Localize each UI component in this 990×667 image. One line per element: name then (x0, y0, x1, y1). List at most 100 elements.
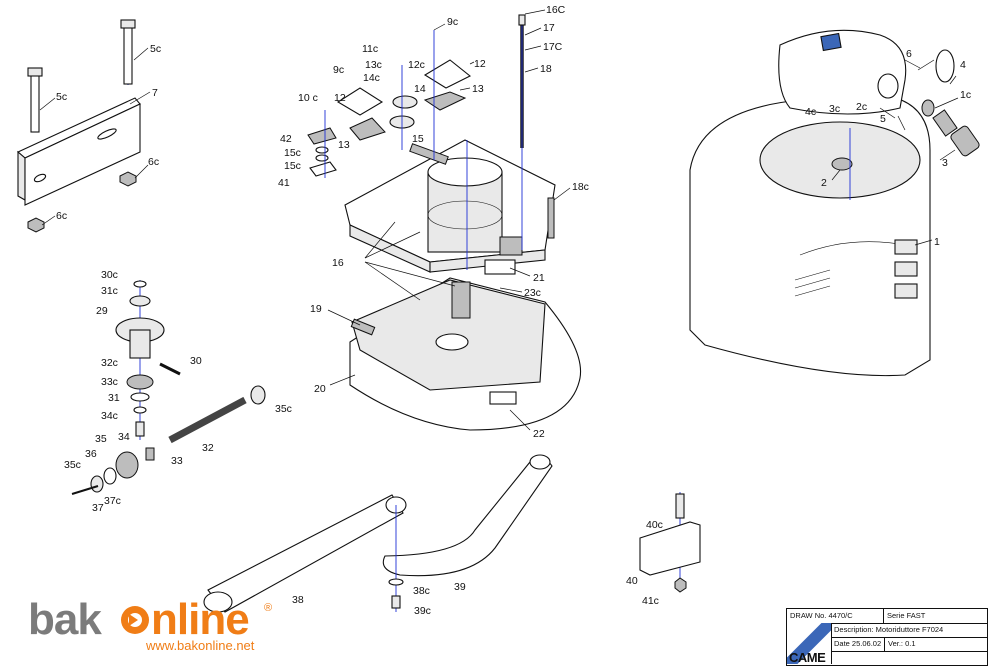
label-23c: 23c (524, 287, 541, 299)
nut-6c-2 (27, 217, 45, 233)
part-13-left (349, 117, 386, 141)
bracket-assembly (16, 19, 141, 233)
label-31: 31 (108, 392, 120, 404)
cover-6-badge (820, 32, 842, 52)
label-2c: 2c (856, 101, 867, 113)
washer-38c (388, 578, 404, 586)
housing-1-vent-3 (894, 283, 918, 299)
label-9c-top: 9c (447, 16, 458, 28)
screw-5c-lower (30, 71, 40, 133)
base-cover-19-clip (350, 318, 376, 336)
screw-18c (547, 197, 555, 239)
label-12-right: 12 (474, 58, 486, 70)
label-15: 15 (412, 133, 424, 145)
label-11c: 11c (362, 43, 378, 55)
logo-bak: bak (28, 595, 102, 644)
label-18c: 18c (572, 181, 589, 193)
title-row-2: Description: Motoriduttore F7024 (832, 623, 987, 638)
label-1: 1 (934, 236, 940, 248)
screw-37 (71, 485, 99, 495)
bearing-33c (126, 374, 154, 390)
label-14c: 14c (363, 72, 380, 84)
washer-15c-1 (315, 146, 329, 154)
label-16C: 16C (546, 4, 566, 16)
gear-train (71, 280, 266, 495)
nut-41c (674, 577, 687, 593)
part-4 (935, 49, 955, 83)
cover-6 (778, 29, 907, 115)
motor-top (427, 157, 503, 187)
key-3 (950, 125, 980, 157)
label-6c-a: 6c (148, 156, 159, 168)
ring-30c (133, 280, 147, 288)
label-3c: 3c (829, 103, 840, 115)
bearing-35c-left (90, 475, 104, 493)
label-15c-a: 15c (284, 147, 301, 159)
label-40c: 40c (646, 519, 663, 531)
screw-head-upper (120, 19, 136, 29)
part-2 (831, 157, 853, 171)
label-41c: 41c (642, 595, 659, 607)
upper-small-parts (307, 30, 472, 178)
label-35: 35 (95, 433, 107, 445)
label-42: 42 (280, 133, 292, 145)
bracket-slot-2 (33, 173, 47, 183)
part-1c (921, 99, 935, 117)
housing-1-vent-2 (894, 261, 918, 277)
arm-assembly (203, 454, 553, 613)
label-32: 32 (202, 442, 214, 454)
label-7: 7 (152, 87, 158, 99)
label-37c: 37c (104, 495, 121, 507)
bakonline-logo: bak nline ® www.bakonline.net (26, 598, 306, 658)
ring-31 (130, 392, 150, 402)
label-3: 3 (942, 157, 948, 169)
label-40: 40 (626, 575, 638, 587)
label-19: 19 (310, 303, 322, 315)
housing-1-vent-1 (894, 239, 918, 255)
label-41: 41 (278, 177, 290, 189)
label-33: 33 (171, 455, 183, 467)
part-labels: 5c 5c 7 6c 6c 9c 11c 13c 12c 14c 14 12 9… (56, 4, 971, 617)
title-row-3: Date 25.06.02 Ver.: 0.1 (832, 637, 987, 652)
date: Date 25.06.02 (834, 639, 882, 648)
lock-cylinder (932, 109, 958, 137)
clip-under-14 (409, 143, 449, 165)
leader-lines (39, 9, 959, 431)
cover-6-lock-hole (877, 73, 899, 99)
housing-1-fin-3 (794, 285, 831, 297)
bearing-35c-right (250, 385, 266, 405)
label-29: 29 (96, 305, 108, 317)
arm-39-end (529, 454, 551, 470)
part-33 (145, 447, 155, 461)
bracket-side (17, 150, 26, 201)
housing-1-fin-2 (794, 277, 831, 289)
part-14 (392, 95, 418, 109)
logo-url[interactable]: www.bakonline.net (146, 638, 255, 653)
part-36 (103, 467, 117, 485)
screw-40c (675, 493, 685, 519)
label-32c: 32c (101, 357, 118, 369)
label-13-left: 13 (338, 139, 350, 151)
washer-34c (133, 406, 147, 414)
label-6c-b: 6c (56, 210, 67, 222)
gear-35 (115, 451, 139, 479)
logo-registered: ® (264, 602, 273, 614)
label-15c-b: 15c (284, 160, 301, 172)
label-22: 22 (533, 428, 545, 440)
part-34 (135, 421, 145, 437)
arm-38-end (203, 591, 233, 613)
label-5c-a: 5c (150, 43, 161, 55)
label-12c: 12c (408, 59, 425, 71)
label-9c-left: 9c (333, 64, 344, 76)
label-5: 5 (880, 113, 886, 125)
label-33c: 33c (101, 376, 118, 388)
label-31c: 31c (101, 285, 118, 297)
label-1c: 1c (960, 89, 971, 101)
label-6: 6 (906, 48, 912, 60)
housing-1-fin-1 (794, 269, 831, 281)
label-38c: 38c (413, 585, 430, 597)
arm-39 (382, 458, 553, 577)
bearing-31c (129, 295, 151, 307)
bracket-face (24, 103, 141, 206)
label-14: 14 (414, 83, 426, 95)
